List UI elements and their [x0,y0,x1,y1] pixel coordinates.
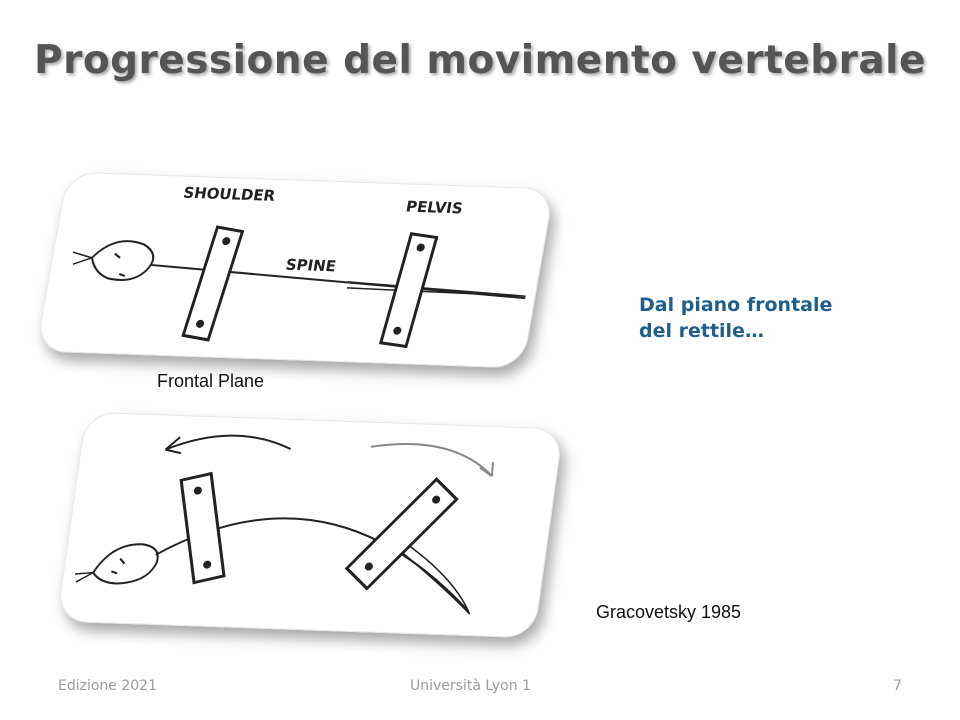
spine-rotation-drawing [74,434,494,615]
frontal-plane-figure: SHOULDER PELVIS SPINE [35,171,555,369]
pelvis-bar [378,232,439,349]
shoulder-label: SHOULDER [182,184,277,205]
frontal-plane-caption: Frontal Plane [157,371,265,391]
spine-rotation-figure [56,411,564,639]
figure-source-caption: Gracovetsky 1985 [596,602,742,622]
snake-tongue-icon [72,251,93,265]
left-rotation-arrow-icon [165,434,292,451]
snake-head-icon [90,240,155,281]
footer-university: Università Lyon 1 [410,678,531,694]
spine-label: SPINE [284,256,337,276]
spine-tail [346,281,526,297]
snake-tongue-icon [74,571,94,583]
right-rotation-arrow-icon [370,443,493,477]
pelvis-bar [344,477,459,591]
frontal-plane-drawing: SHOULDER PELVIS SPINE [72,184,526,349]
side-text-line-1: Dal piano frontale [639,294,833,316]
slide-title: Progressione del movimento vertebrale [34,38,926,83]
pelvis-label: PELVIS [405,198,465,218]
shoulder-bar [181,225,245,342]
side-text-block: Dal piano frontale del rettile… [639,292,939,344]
footer-page-number: 7 [893,678,902,694]
snake-head-icon [92,543,159,585]
side-text-line-2: del rettile… [639,320,764,342]
footer-edition: Edizione 2021 [58,678,157,694]
shoulder-bar [179,471,226,585]
